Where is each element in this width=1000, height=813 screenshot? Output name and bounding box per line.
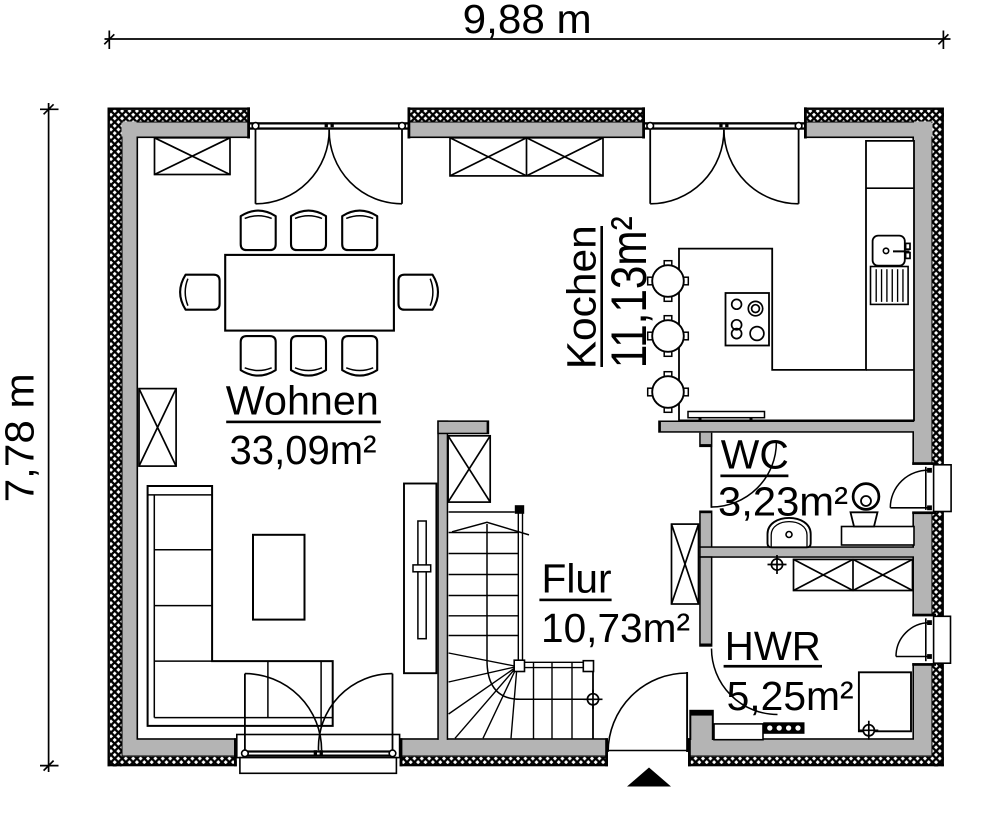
svg-text:7,78 m: 7,78 m [0, 373, 43, 502]
svg-text:Flur: Flur [542, 556, 612, 602]
svg-text:Wohnen: Wohnen [226, 377, 379, 423]
svg-text:HWR: HWR [725, 623, 821, 669]
svg-text:Kochen: Kochen [559, 225, 605, 369]
svg-text:10,73m²: 10,73m² [541, 605, 690, 651]
svg-text:5,25m²: 5,25m² [727, 673, 854, 719]
svg-text:3,23m²: 3,23m² [718, 478, 848, 524]
svg-text:WC: WC [721, 431, 789, 477]
svg-text:33,09m²: 33,09m² [230, 427, 377, 473]
svg-text:9,88 m: 9,88 m [463, 0, 592, 42]
svg-text:11,13m²: 11,13m² [601, 216, 657, 368]
